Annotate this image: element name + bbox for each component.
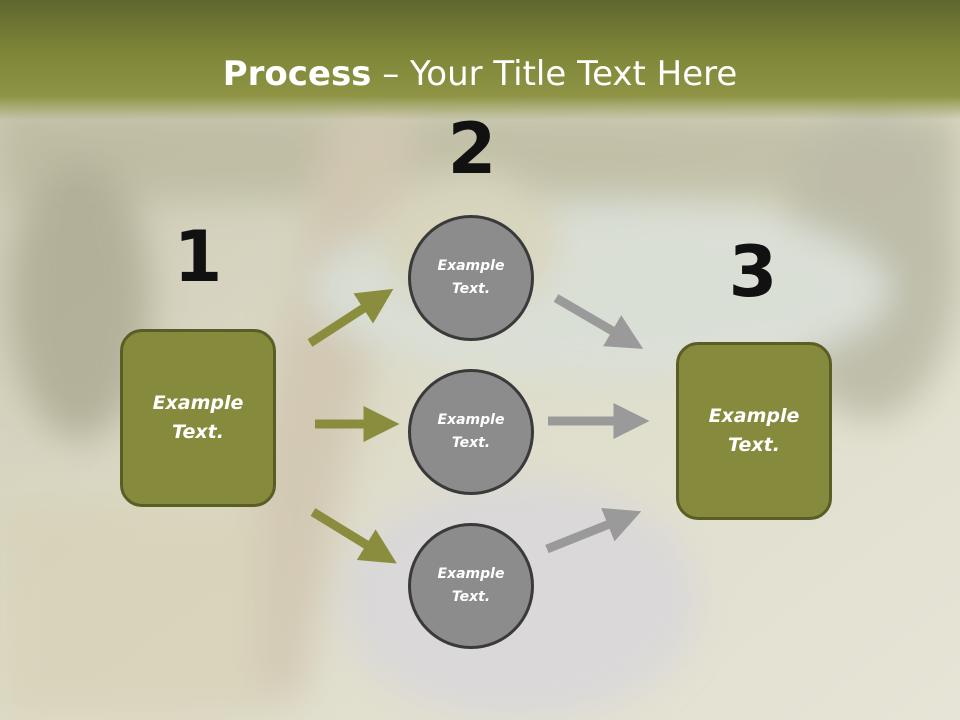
box-line2: Text. [172,421,224,443]
circle-line1: Example [437,566,505,582]
box-line1: Example [708,405,800,427]
step-number-3: 3 [728,231,778,313]
title-rest: – Your Title Text Here [371,54,738,94]
box-line1: Example [152,392,244,414]
slide-title: Process – Your Title Text Here [0,52,960,96]
circle-line1: Example [437,412,505,428]
arrow-left-to-bottom [310,508,397,564]
step-number-1: 1 [173,216,223,298]
circle-line2: Text. [451,435,491,451]
arrow-left-to-top [307,288,394,347]
title-bold: Process [222,54,372,94]
arrow-top-to-right [553,294,644,349]
circle-line2: Text. [451,589,491,605]
arrow-bottom-to-right [545,507,642,554]
step-number-2: 2 [447,108,497,190]
circle-line1: Example [437,258,505,274]
circle-line2: Text. [451,281,491,297]
title-bar [0,0,960,120]
box-line2: Text. [728,434,780,456]
